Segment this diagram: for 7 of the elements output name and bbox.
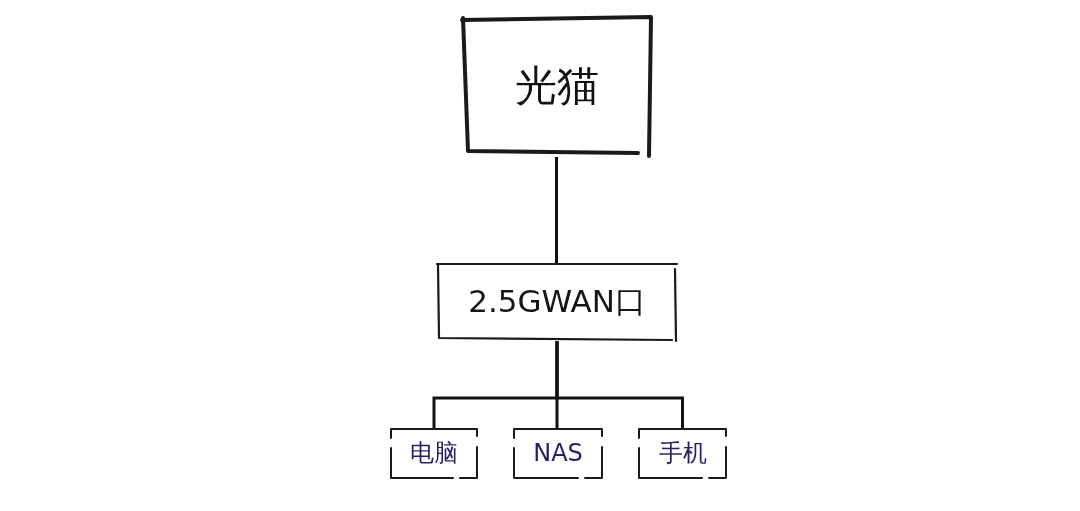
- connector-line: [555, 341, 684, 428]
- device-box: 手机: [638, 428, 727, 479]
- device-box: 电脑: [390, 428, 478, 479]
- node-box: 2.5GWAN口: [436, 263, 678, 341]
- device-box: NAS: [513, 428, 603, 479]
- node-box: 光猫: [460, 15, 653, 157]
- connector-line: [555, 157, 558, 263]
